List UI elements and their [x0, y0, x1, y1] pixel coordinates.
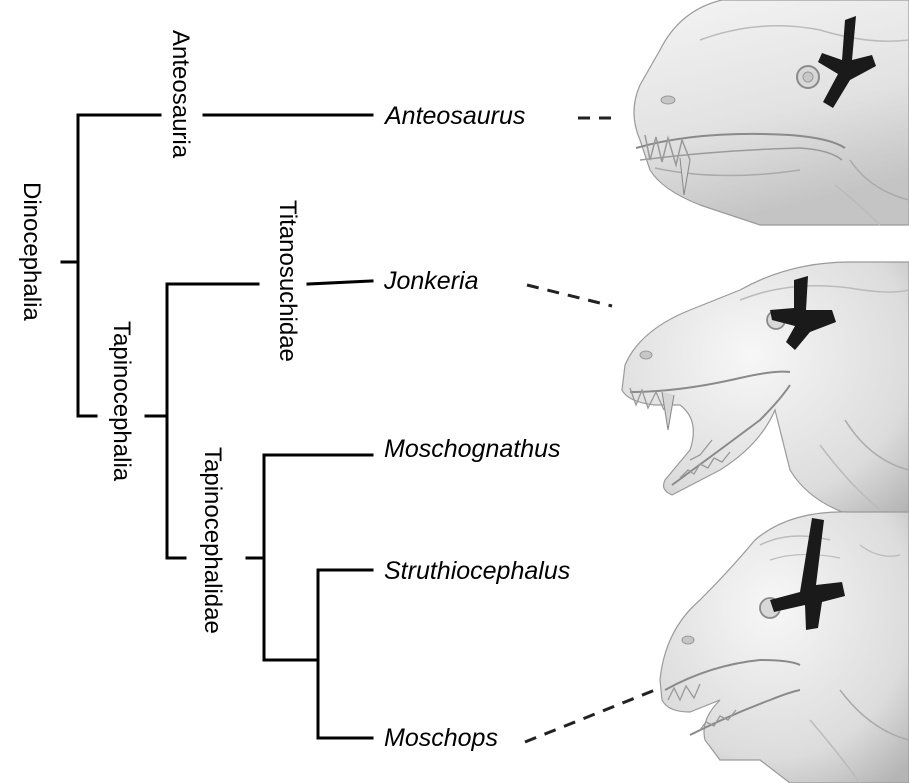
clade-label-tapinocephalia: Tapinocephalia — [108, 321, 135, 482]
connectors — [525, 118, 655, 742]
taxon-label-moschognathus: Moschognathus — [384, 435, 561, 463]
taxon-label-struthiocephalus: Struthiocephalus — [384, 557, 570, 585]
clade-label-tapinocephalidae: Tapinocephalidae — [199, 447, 226, 634]
taxon-label-moschops: Moschops — [384, 724, 498, 752]
jonkeria-skull-render-icon — [622, 262, 909, 525]
branch-titanosuchidae-b — [308, 281, 372, 284]
clade-labels: Dinocephalia Anteosauria Tapinocephalia … — [18, 30, 301, 634]
moschops-skull-render-icon — [660, 512, 909, 783]
clade-label-titanosuchidae: Titanosuchidae — [274, 200, 301, 362]
clade-label-dinocephalia: Dinocephalia — [18, 182, 45, 321]
clade-label-anteosauria: Anteosauria — [167, 30, 194, 159]
anteosaurus-skull-render-icon — [634, 0, 909, 225]
connector-moschops — [525, 690, 655, 742]
connector-jonkeria — [527, 285, 612, 306]
taxon-labels: Anteosaurus Jonkeria Moschognathus Strut… — [383, 102, 570, 752]
taxon-label-anteosaurus: Anteosaurus — [383, 102, 525, 130]
taxon-label-jonkeria: Jonkeria — [383, 267, 479, 295]
